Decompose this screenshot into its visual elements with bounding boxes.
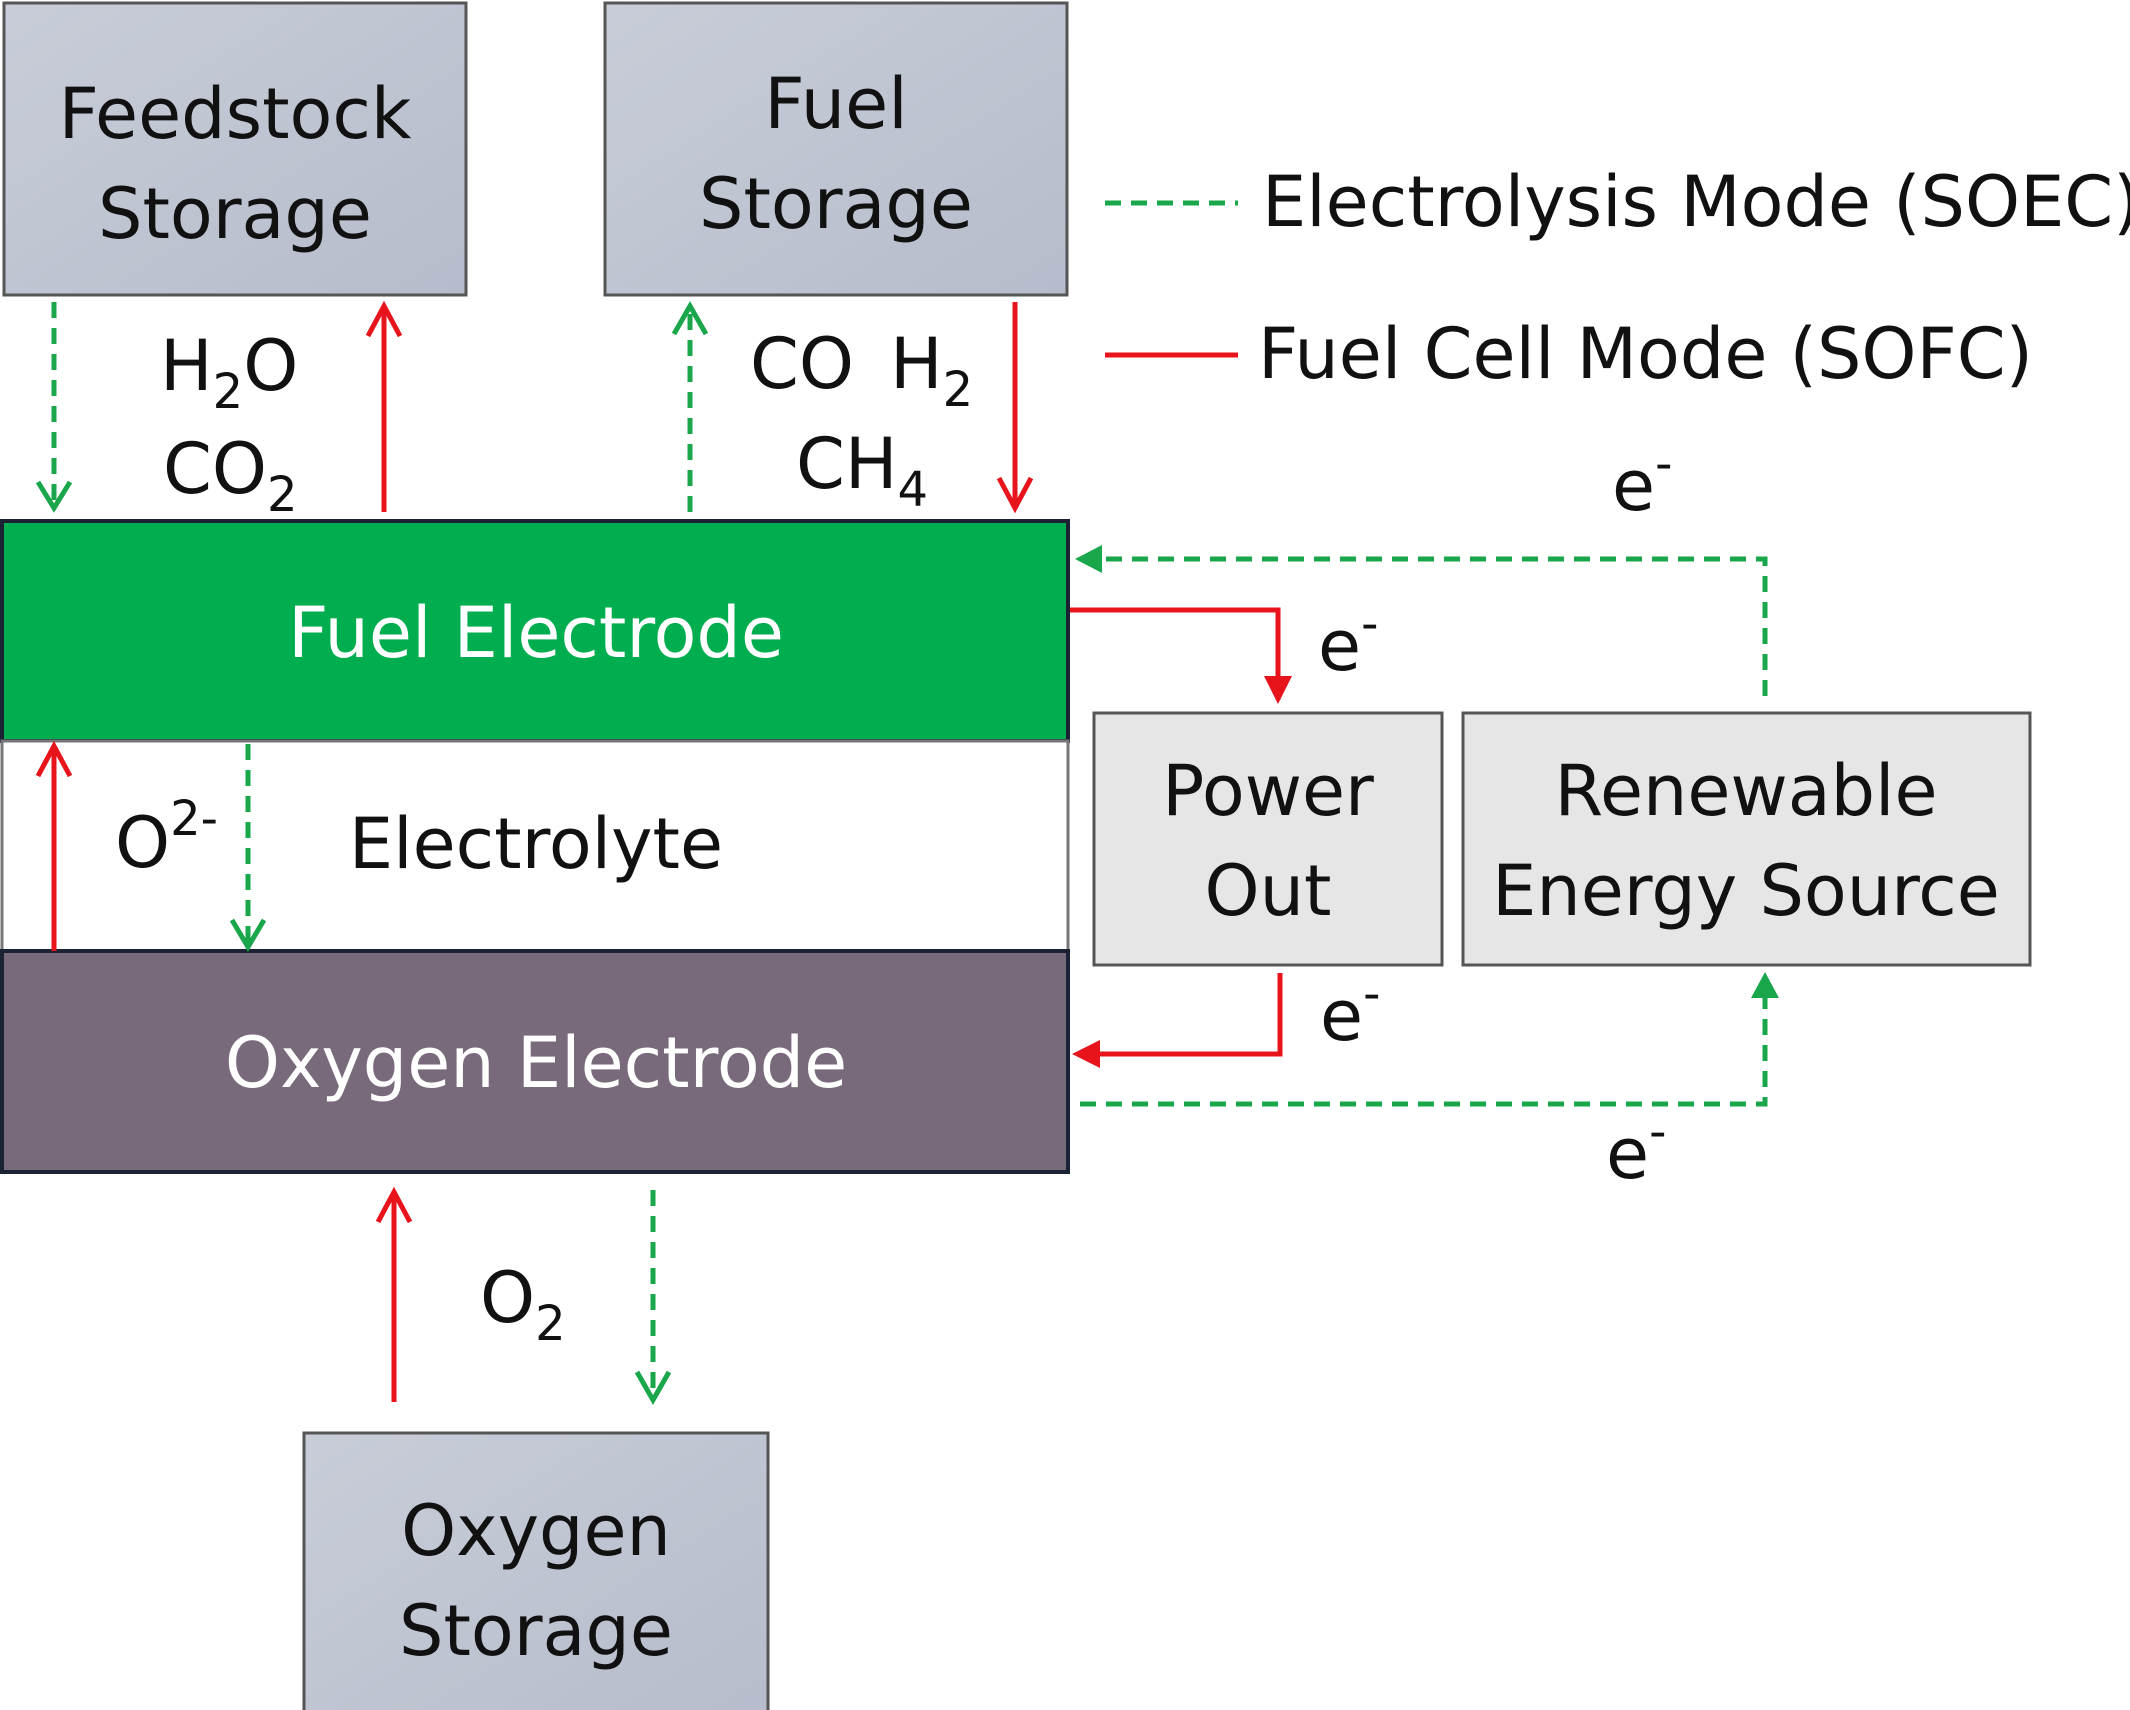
- electrolyte-layer: [0, 739, 1070, 953]
- renewable-to-fuel-electrode-arrow: [1075, 545, 1768, 696]
- renewable-line2: Energy Source: [1492, 850, 2000, 932]
- co2-label: CO2: [163, 428, 298, 523]
- oxygen-storage-line1: Oxygen: [401, 1490, 671, 1572]
- electron-label-power-return: e-: [1320, 966, 1380, 1057]
- oxygen-electrode-to-storage-arrow: [634, 1190, 672, 1406]
- o2-label: O2: [480, 1257, 566, 1352]
- co-label: CO: [750, 323, 854, 405]
- legend: Electrolysis Mode (SOEC) Fuel Cell Mode …: [1105, 161, 2130, 395]
- feedstock-storage-line1: Feedstock: [59, 73, 412, 155]
- fuel-electrode-to-feedstock-arrow: [365, 300, 403, 512]
- fuel-storage-line1: Fuel: [764, 63, 907, 145]
- oxygen-electrode-label: Oxygen Electrode: [225, 1022, 847, 1104]
- fuel-electrode-label: Fuel Electrode: [288, 592, 784, 674]
- oxygen-storage-line2: Storage: [399, 1590, 673, 1672]
- electron-label-fuel-out: e-: [1318, 596, 1378, 687]
- oxygen-ion-down-arrow: [229, 744, 267, 952]
- renewable-line1: Renewable: [1554, 750, 1937, 832]
- feedstock-storage-box: Feedstock Storage: [2, 1, 468, 297]
- renewable-energy-box: Renewable Energy Source: [1461, 711, 2032, 967]
- power-out-box: Power Out: [1092, 711, 1444, 967]
- power-out-to-oxygen-electrode-arrow: [1072, 973, 1283, 1068]
- oxygen-storage-to-electrode-arrow: [375, 1186, 413, 1402]
- h2o-label: H2O: [160, 325, 298, 420]
- fuel-storage-box: Fuel Storage: [603, 1, 1069, 297]
- legend-electrolysis-label: Electrolysis Mode (SOEC): [1262, 161, 2130, 243]
- electron-label-renewable-top: e-: [1612, 436, 1672, 527]
- fuel-electrode-to-fuel-storage-arrow: [671, 300, 709, 512]
- oxygen-ion-label: O2-: [115, 791, 218, 884]
- electrolyte-label: Electrolyte: [349, 803, 723, 885]
- cell-stack: Fuel Electrode Electrolyte Oxygen Electr…: [0, 519, 1070, 1174]
- oxygen-electrode-layer: [0, 949, 1070, 1174]
- oxygen-storage-box: Oxygen Storage: [302, 1431, 770, 1710]
- electron-label-renewable-bottom: e-: [1606, 1104, 1666, 1195]
- feedstock-to-fuel-electrode-arrow: [35, 302, 73, 513]
- ch4-label: CH4: [796, 423, 928, 518]
- oxygen-ion-up-arrow: [35, 740, 73, 951]
- fuel-storage-to-fuel-electrode-arrow: [996, 302, 1034, 514]
- power-out-line2: Out: [1205, 850, 1332, 932]
- legend-fuel-cell-label: Fuel Cell Mode (SOFC): [1258, 313, 2033, 395]
- fuel-storage-line2: Storage: [699, 163, 973, 245]
- fuel-electrode-to-power-out-arrow: [1070, 607, 1292, 704]
- feedstock-storage-line2: Storage: [98, 173, 372, 255]
- fuel-electrode-layer: [0, 519, 1070, 743]
- power-out-line1: Power: [1162, 750, 1374, 832]
- h2-label: H2: [890, 323, 973, 418]
- oxygen-electrode-to-renewable-arrow: [1080, 972, 1779, 1107]
